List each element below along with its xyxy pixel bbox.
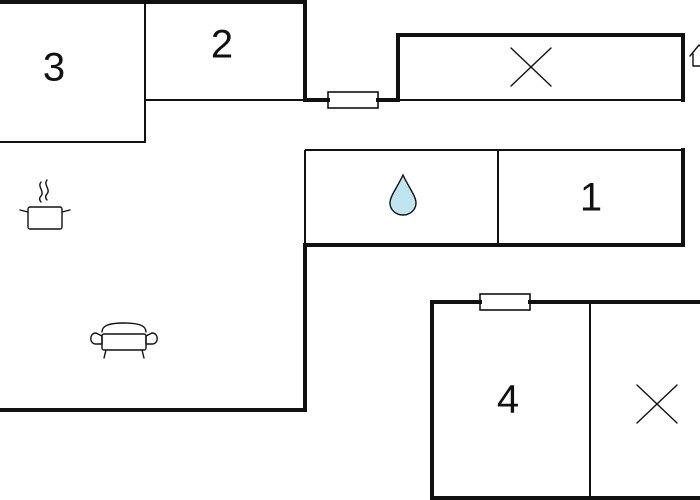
window-top — [327, 91, 379, 109]
water-drop-icon — [389, 173, 417, 216]
cross-icon — [510, 47, 552, 87]
wall-room-3 — [0, 2, 146, 143]
outer-wall-left-unit — [0, 0, 685, 102]
room-number-1: 1 — [580, 176, 602, 220]
room-number-4: 4 — [497, 378, 519, 422]
cross-icon — [636, 384, 678, 424]
outer-wall-bottom-unit — [430, 300, 700, 500]
house-icon — [689, 44, 700, 67]
window-bottom — [479, 293, 531, 311]
room-number-2: 2 — [211, 23, 233, 67]
cooking-pot-icon — [19, 179, 71, 230]
sofa-icon — [90, 322, 158, 359]
room-number-3: 3 — [43, 46, 65, 90]
